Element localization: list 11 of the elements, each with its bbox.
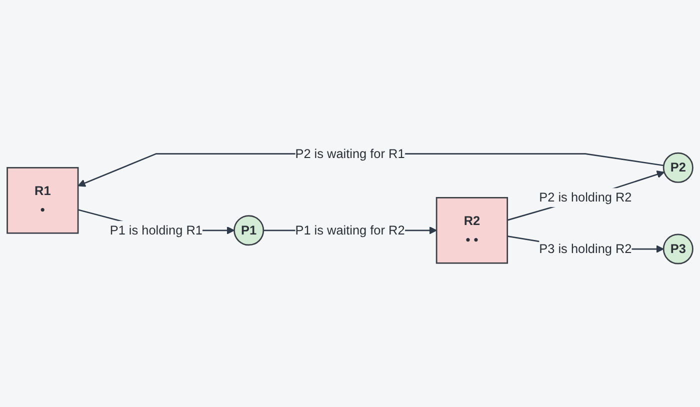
node-circle: P1 bbox=[234, 214, 264, 246]
edge-label: P1 is holding R1 bbox=[110, 222, 202, 237]
edge-label: P3 is holding R2 bbox=[539, 240, 632, 256]
edge-label: P2 is holding R2 bbox=[539, 189, 632, 204]
edge-label: P1 is waiting for R2 bbox=[295, 222, 405, 237]
node-circle: P2 bbox=[662, 152, 694, 182]
arrow bbox=[507, 170, 665, 220]
node-box: R1 • bbox=[6, 166, 79, 234]
edge-label: P2 is waiting for R1 bbox=[295, 146, 405, 160]
node-circle: P3 bbox=[662, 233, 694, 264]
node-box: R2 • • bbox=[436, 196, 508, 264]
